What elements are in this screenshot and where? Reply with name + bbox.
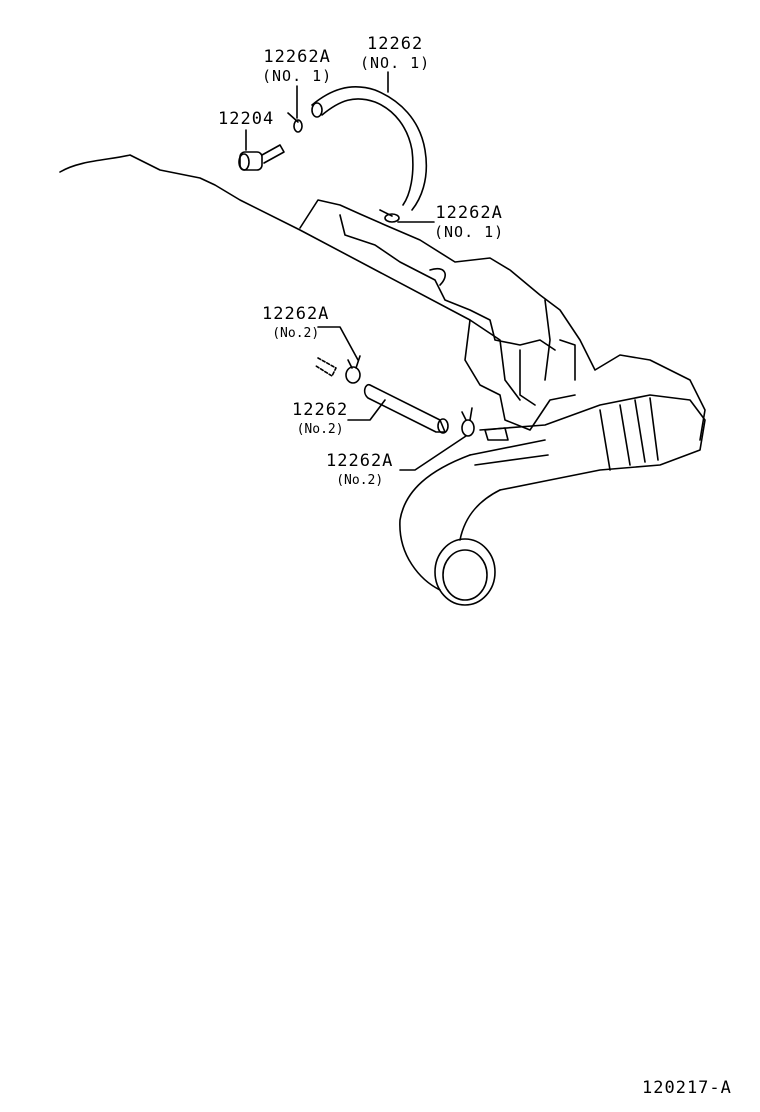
callout-12262a-no1-lower: 12262A (NO. 1) [434, 204, 504, 242]
part-number: 12262 [292, 400, 349, 420]
part-number: 12262A [435, 203, 503, 223]
part-note: (No.2) [272, 326, 320, 341]
part-note: (NO. 1) [360, 54, 431, 72]
part-note: (NO. 1) [262, 67, 333, 85]
part-number: 12262A [326, 451, 394, 471]
part-number: 12262A [263, 47, 331, 67]
part-note: (No.2) [296, 422, 344, 437]
callout-12262-no2: 12262 (No.2) [292, 401, 348, 439]
clip-12262a-no2-upper [315, 355, 361, 384]
hose-12262-no1 [311, 86, 428, 211]
callout-12262-no1: 12262 (NO. 1) [360, 35, 430, 73]
diagram-code: 120217-A [642, 1078, 732, 1098]
clip-12262a-no2-lower [461, 407, 509, 441]
callout-12262a-no1-top: 12262A (NO. 1) [262, 48, 332, 86]
callout-12262a-no2-upper: 12262A (No.2) [262, 305, 329, 343]
callout-12204: 12204 [218, 110, 274, 129]
clip-12262a-no1-lower [379, 209, 400, 223]
part-note: (NO. 1) [434, 223, 505, 241]
part-number: 12262A [262, 304, 330, 324]
part-number: 12262 [367, 34, 424, 54]
part-note: (No.2) [336, 473, 384, 488]
part-number: 12204 [218, 109, 275, 129]
engine-outline [59, 154, 706, 441]
hose-12262-no2 [363, 383, 449, 434]
leader-lines [245, 71, 467, 471]
callout-12262a-no2-lower: 12262A (No.2) [326, 452, 393, 490]
clip-12262a-no1-top [287, 112, 303, 133]
air-intake-hose [399, 394, 706, 606]
valve-12204 [238, 144, 285, 171]
